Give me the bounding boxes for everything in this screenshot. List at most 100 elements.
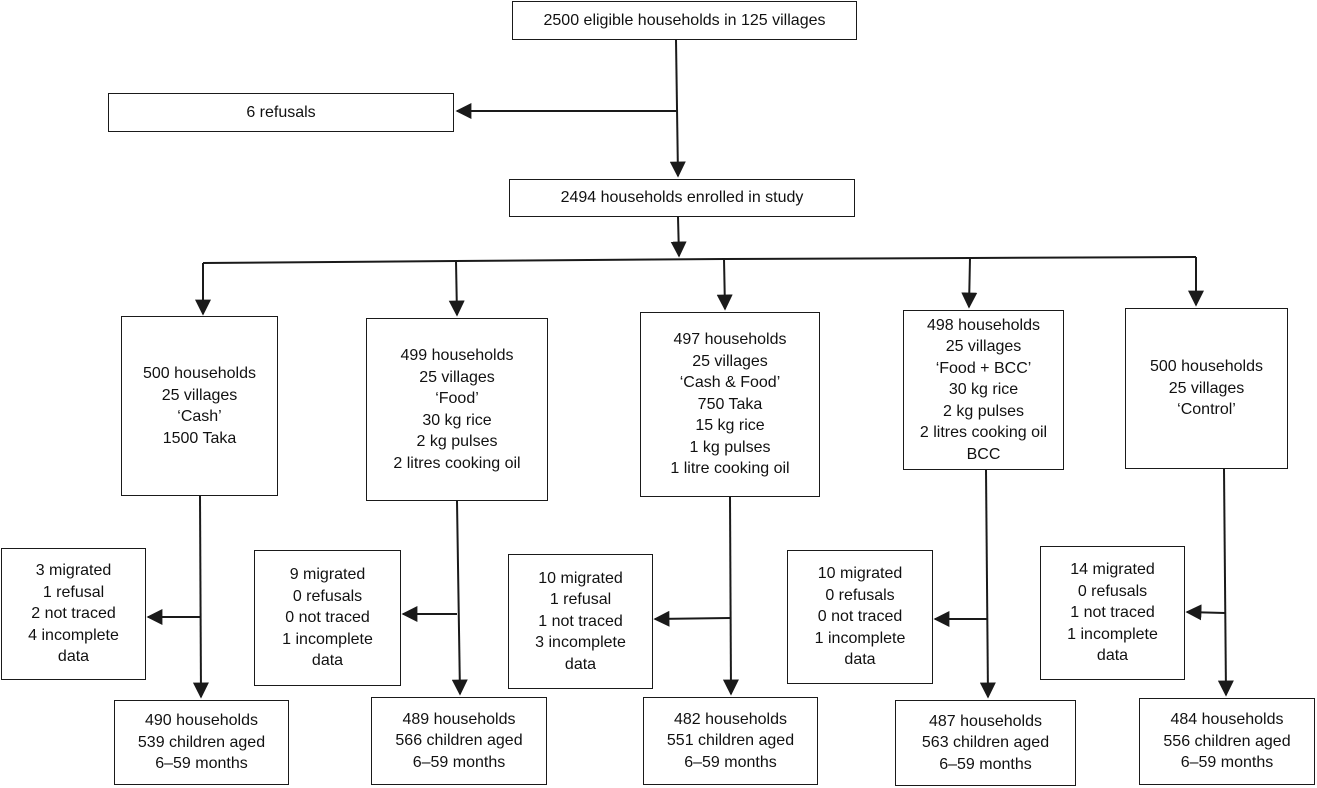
box-text-line: data (564, 655, 597, 673)
box-text-line: 0 not traced (285, 609, 370, 627)
arrow-branch-to-arm-2 (448, 260, 465, 317)
arm-box-cash-and-food: 497 households 25 villages ‘Cash & Food’ 75… (640, 312, 820, 497)
box-text-line: 2 kg pulses (943, 402, 1024, 420)
box-text-line: 4 incomplete (28, 626, 119, 644)
arrow-arm-5-to-final (1217, 468, 1234, 697)
box-text-line: 25 villages (1168, 379, 1245, 397)
final-box-cash: 490 households 539 children aged 6–59 mont… (114, 700, 289, 785)
box-text-line: 6–59 months (412, 753, 506, 771)
box-text-line: 489 households (402, 710, 516, 728)
arrow-arm-2-to-final (451, 500, 468, 696)
box-text-line: ‘Control’ (1177, 401, 1236, 419)
box-text-line: BCC (966, 445, 1001, 463)
box-text-line: 25 villages (692, 352, 768, 370)
final-box-control: 484 households 556 children aged 6–59 mont… (1139, 698, 1315, 785)
box-text-line: 6–59 months (1180, 754, 1274, 772)
box-text-line: 3 migrated (35, 562, 112, 580)
box-text-line: 500 households (1150, 358, 1263, 376)
box-text-line: 497 households (673, 331, 787, 349)
box-text-line: 2494 households enrolled in study (560, 189, 804, 207)
box-text-line: 1 incomplete (1067, 625, 1158, 643)
box-text-line: ‘Food + BCC’ (935, 359, 1032, 377)
arrow-branch-to-arm-3 (716, 258, 733, 311)
box-text-line: ‘Food’ (435, 390, 479, 407)
enrolled-households-box: 2494 households enrolled in study (509, 179, 855, 217)
box-text-line: data (57, 648, 90, 666)
arm-box-food-plus-bcc: 498 households 25 villages ‘Food + BCC’ 30 … (903, 310, 1064, 470)
final-box-food-plus-bcc: 487 households 563 children aged 6–59 mont… (895, 700, 1076, 786)
eligible-households-box: 2500 eligible households in 125 villages (512, 1, 857, 40)
box-text-line: 551 children aged (666, 732, 795, 750)
arrow-branch-to-arm-4 (961, 257, 978, 309)
box-text-line: data (1096, 647, 1129, 665)
box-text-line: 25 villages (419, 368, 495, 386)
final-box-food: 489 households 566 children aged 6–59 mont… (371, 697, 547, 785)
box-text-line: 1 incomplete (814, 629, 906, 647)
loss-box-control: 14 migrated 0 refusals 1 not traced 1 incom… (1040, 546, 1185, 680)
box-text-line: 1 incomplete (282, 630, 373, 648)
box-text-line: 1 kg pulses (689, 438, 771, 456)
box-text-line: 0 refusals (1077, 582, 1148, 600)
box-text-line: 498 households (927, 316, 1040, 334)
arm-box-control: 500 households 25 villages ‘Control’ (1125, 308, 1288, 469)
box-text-line: 1 not traced (1070, 604, 1155, 622)
box-text-line: data (311, 652, 344, 670)
box-text-line: ‘Cash’ (177, 408, 222, 425)
box-text-line: 750 Taka (697, 395, 763, 413)
box-text-line: 6 refusals (246, 103, 316, 121)
box-text-line: 14 migrated (1070, 561, 1155, 579)
box-text-line: 6–59 months (155, 755, 248, 773)
box-text-line: 500 households (143, 365, 256, 382)
box-text-line: 30 kg rice (948, 381, 1019, 399)
box-text-line: 490 households (145, 712, 258, 730)
box-text-line: 10 migrated (817, 565, 903, 583)
arrow-arm-3-to-final (722, 496, 739, 696)
box-text-line: 2 litres cooking oil (919, 424, 1048, 442)
box-text-line: 15 kg rice (695, 417, 765, 435)
box-text-line: 1 not traced (538, 612, 623, 630)
box-text-line: 2500 eligible households in 125 villages (543, 11, 826, 29)
arrow-enrolled-to-branch (670, 216, 687, 258)
arm-box-cash: 500 households 25 villages ‘Cash’ 1500 Taka (121, 316, 278, 496)
box-text-line: 1 refusal (549, 591, 612, 609)
box-text-line: 25 villages (945, 338, 1022, 356)
refusals-box: 6 refusals (108, 93, 454, 132)
box-text-line: ‘Cash & Food’ (679, 374, 781, 392)
box-text-line: 0 not traced (817, 608, 903, 626)
box-text-line: 563 children aged (921, 734, 1050, 752)
box-text-line: 556 children aged (1163, 732, 1291, 750)
loss-box-cash-and-food: 10 migrated 1 refusal 1 not traced 3 incomp… (508, 554, 653, 689)
arrow-to-loss-3 (653, 610, 731, 627)
box-text-line: 484 households (1170, 711, 1284, 729)
box-text-line: 487 households (929, 712, 1042, 730)
box-text-line: 0 refusals (825, 586, 895, 604)
box-text-line: 566 children aged (395, 732, 523, 750)
loss-box-food: 9 migrated 0 refusals 0 not traced 1 incomp… (254, 550, 401, 686)
box-text-line: 1 refusal (42, 583, 105, 601)
box-text-line: 1 litre cooking oil (670, 460, 790, 478)
box-text-line: 482 households (674, 710, 787, 728)
branch-line (202, 256, 1197, 264)
box-text-line: 9 migrated (289, 566, 366, 584)
box-text-line: 25 villages (161, 386, 238, 404)
box-text-line: 539 children aged (137, 733, 266, 751)
arrow-arm-1-to-final (192, 495, 209, 699)
loss-box-food-plus-bcc: 10 migrated 0 refusals 0 not traced 1 incom… (787, 550, 933, 684)
box-text-line: data (844, 651, 876, 669)
box-text-line: 2 litres cooking oil (393, 454, 521, 472)
box-text-line: 6–59 months (939, 755, 1032, 773)
box-text-line: 3 incomplete (535, 634, 626, 652)
final-box-cash-and-food: 482 households 551 children aged 6–59 mont… (643, 697, 818, 785)
box-text-line: 0 refusals (292, 587, 363, 605)
arrow-arm-4-to-final (979, 469, 996, 699)
box-text-line: 2 kg pulses (416, 433, 498, 450)
box-text-line: 10 migrated (538, 569, 623, 587)
box-text-line: 499 households (400, 347, 514, 364)
arrow-top-to-enrolled (669, 39, 686, 178)
box-text-line: 6–59 months (684, 753, 777, 771)
box-text-line: 1500 Taka (162, 429, 237, 447)
arrow-to-loss-5 (1185, 604, 1226, 621)
